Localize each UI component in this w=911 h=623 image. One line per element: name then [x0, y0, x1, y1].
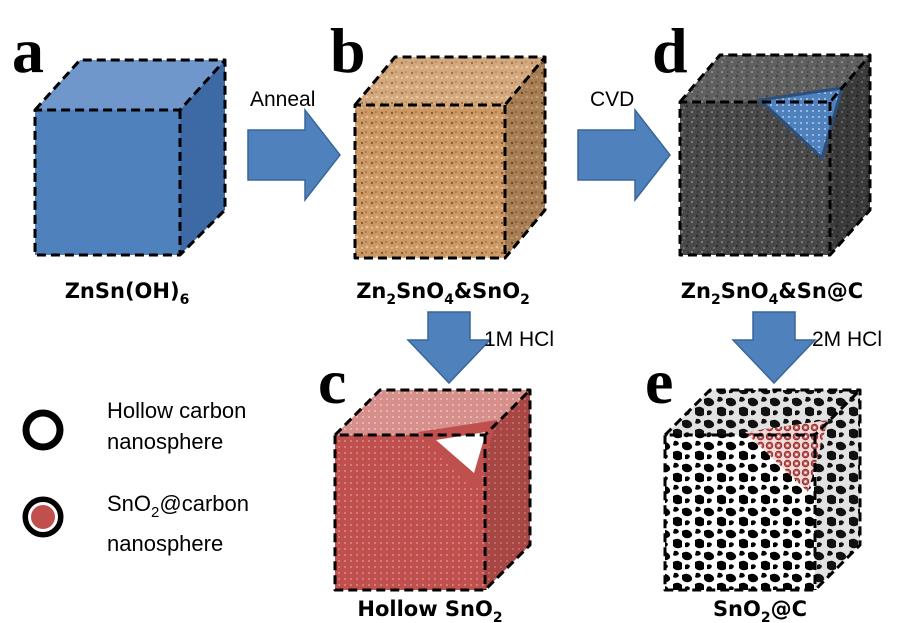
cube-b: [353, 55, 547, 260]
cube-e: [663, 388, 862, 592]
hollow-sphere-icon: [22, 409, 64, 451]
step-label-cvd: CVD: [590, 88, 634, 111]
sno2-sphere-icon: [22, 496, 64, 538]
panel-letter-a: a: [12, 15, 44, 86]
cube-a: [33, 58, 227, 257]
hollow-white-triangle: [436, 432, 486, 473]
panel-letter-d: d: [652, 15, 688, 86]
caption-b: Zn2SnO4&SnO2: [356, 279, 530, 308]
cube-c: [333, 388, 532, 592]
caption-c: Hollow SnO2: [357, 597, 502, 623]
legend-hollow-line2: nanosphere: [107, 429, 223, 454]
cube-d: [678, 53, 872, 257]
legend: Hollow carbon nanosphere SnO2@carbon nan…: [22, 398, 249, 556]
core-circles-triangle: [745, 420, 828, 492]
step-label-anneal: Anneal: [250, 88, 315, 111]
caption-d: Zn2SnO4&Sn@C: [681, 279, 863, 308]
arrow-hcl-2m: [731, 311, 817, 385]
step-label-1m-hcl: 1M HCl: [484, 328, 554, 351]
panel-letter-e: e: [645, 346, 673, 417]
panel-letter-b: b: [330, 15, 366, 86]
panel-letter-c: c: [318, 346, 346, 417]
legend-sno2-line1: SnO2@carbon: [107, 491, 249, 521]
core-blue-triangle: [756, 86, 845, 161]
step-label-2m-hcl: 2M HCl: [812, 328, 882, 351]
arrow-cvd: [577, 107, 671, 203]
caption-a: ZnSn(OH)6: [65, 279, 190, 308]
arrow-anneal: [247, 107, 341, 203]
legend-hollow-line1: Hollow carbon: [107, 398, 246, 423]
arrow-hcl-1m: [406, 311, 492, 385]
legend-sno2-line2: nanosphere: [107, 531, 223, 556]
caption-e: SnO2@C: [713, 597, 807, 623]
